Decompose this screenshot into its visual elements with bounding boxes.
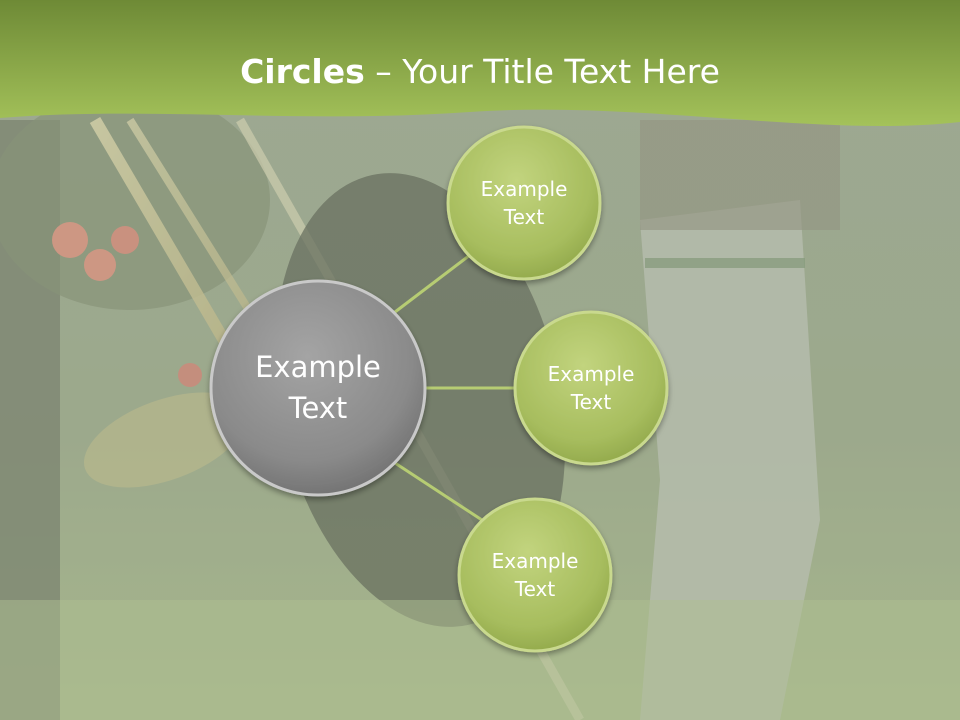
header-band [0,0,960,126]
connector-line [394,461,486,524]
flower [178,363,202,387]
center-circle[interactable] [209,279,427,497]
node-label-3: Example Text [491,549,579,601]
node-circle-2[interactable] [513,310,669,466]
title-dash: – [375,52,392,91]
sock [640,200,820,720]
title-bold: Circles [240,52,365,91]
horn-bell [83,392,247,488]
center-node-label: Example Text [255,350,381,425]
node-label-1: Example Text [480,177,568,229]
flower [111,226,139,254]
node-label-2: Example Text [547,362,635,414]
node-circle-1[interactable] [446,125,602,281]
flower [52,222,88,258]
title-rest: Your Title Text Here [402,52,720,91]
trousers [640,120,840,230]
flower [84,249,116,281]
sock-stripe [645,258,805,268]
page-title: Circles – Your Title Text Here [0,52,960,91]
connector-line [394,253,471,314]
node-circle-3[interactable] [457,497,613,653]
